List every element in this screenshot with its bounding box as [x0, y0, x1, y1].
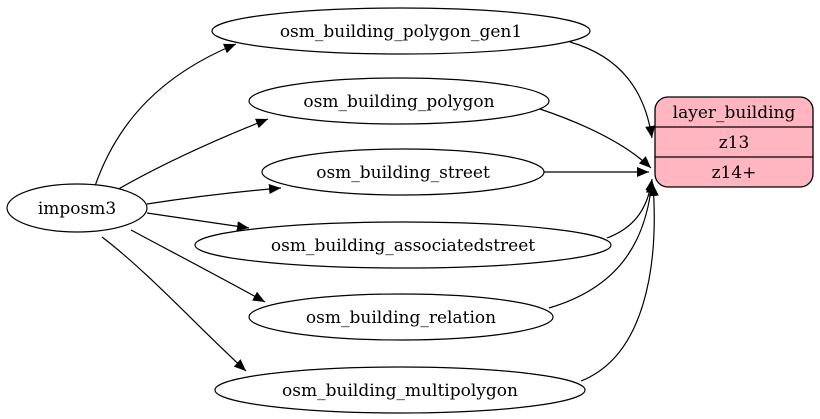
node-layer-building-title: layer_building — [673, 103, 796, 123]
record-row-z13: z13 — [719, 133, 750, 153]
node-osm-building-relation: osm_building_relation — [248, 293, 554, 341]
node-osm-building-polygon-label: osm_building_polygon — [303, 92, 494, 112]
node-osm-building-associatedstreet-shape — [194, 221, 612, 269]
node-osm-building-street-shape — [261, 148, 545, 196]
node-osm-building-relation-shape — [248, 293, 554, 341]
node-osm-building-polygon-gen1-label: osm_building_polygon_gen1 — [280, 22, 522, 42]
node-osm-building-associatedstreet: osm_building_associatedstreet — [194, 221, 612, 269]
edge-osm-building-polygon-gen1-to-layer-z13 — [569, 41, 656, 139]
node-osm-building-polygon-gen1-shape — [211, 7, 591, 55]
node-osm-building-street: osm_building_street — [261, 148, 545, 196]
node-layer-building: layer_building z13 z14+ — [654, 96, 814, 188]
node-osm-building-polygon: osm_building_polygon — [248, 77, 550, 125]
node-osm-building-multipolygon-label: osm_building_multipolygon — [282, 381, 518, 401]
node-osm-building-multipolygon: osm_building_multipolygon — [214, 366, 586, 414]
edge-imposm3-to-osm-building-relation — [130, 229, 266, 303]
edge-osm-building-associatedstreet-to-layer-z14 — [606, 178, 656, 239]
node-osm-building-street-label: osm_building_street — [316, 163, 490, 183]
node-imposm3: imposm3 — [6, 183, 148, 233]
edge-imposm3-to-osm-building-polygon-gen1 — [94, 43, 237, 187]
edge-imposm3-to-osm-building-multipolygon — [101, 236, 247, 372]
record-row-z14plus: z14+ — [712, 163, 757, 183]
edge-osm-building-relation-to-layer-z14 — [548, 180, 656, 309]
edge-osm-building-multipolygon-to-layer-z14 — [580, 183, 659, 382]
edge-imposm3-to-osm-building-associatedstreet — [146, 212, 250, 232]
node-osm-building-polygon-shape — [248, 77, 550, 125]
edge-osm-building-polygon-to-layer-z14 — [539, 108, 652, 169]
node-osm-building-relation-label: osm_building_relation — [306, 308, 496, 328]
node-layer-building-shape — [654, 96, 814, 188]
node-osm-building-associatedstreet-label: osm_building_associatedstreet — [271, 236, 535, 256]
edge-imposm3-to-osm-building-street — [146, 184, 282, 205]
node-osm-building-multipolygon-shape — [214, 366, 586, 414]
node-osm-building-polygon-gen1: osm_building_polygon_gen1 — [211, 7, 591, 55]
edge-imposm3-to-osm-building-polygon — [114, 118, 269, 192]
node-imposm3-shape — [6, 183, 148, 233]
node-imposm3-label: imposm3 — [38, 199, 116, 219]
